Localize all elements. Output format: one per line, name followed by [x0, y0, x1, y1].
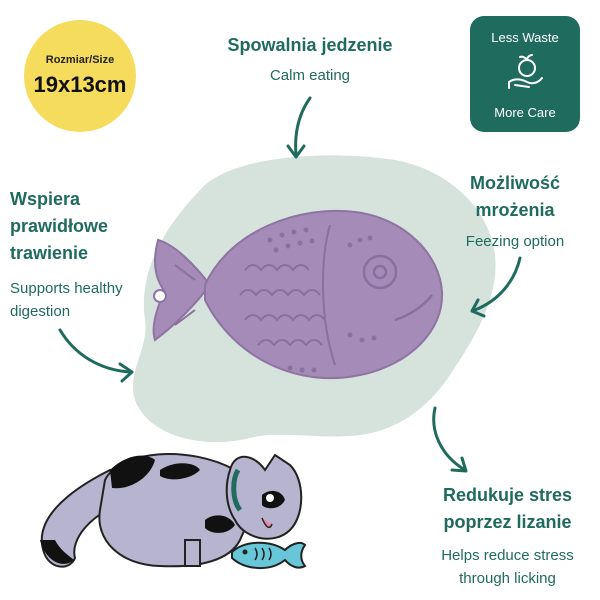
freezing-heading-line-2: mrożenia [475, 200, 555, 220]
size-value: 19x13cm [33, 72, 127, 97]
slow-feeding-subtitle: Calm eating [269, 67, 351, 84]
digestion-sub-line-2: digestion [10, 303, 71, 320]
stress-heading-line-2: poprzez lizanie [443, 512, 572, 532]
digestion-heading-line-1: Wspiera [10, 189, 81, 209]
arrow-digestion-icon [58, 328, 132, 374]
stress-sub-line-1: Helps reduce stress [441, 547, 574, 564]
digestion-heading-line-3: trawienie [10, 243, 89, 263]
eco-badge: Less Waste More Care [470, 16, 580, 132]
digestion-callout: Wspiera prawidłowe trawienie Supports he… [10, 186, 160, 323]
digestion-sub-line-1: Supports healthy [10, 280, 123, 297]
eco-top-text: Less Waste [491, 30, 559, 45]
stress-callout: Redukuje stres poprzez lizanie Helps red… [420, 482, 595, 590]
freezing-subtitle: Feezing option [465, 233, 565, 250]
eco-bottom-text: More Care [494, 105, 556, 120]
digestion-heading-line-2: prawidłowe [10, 216, 109, 236]
freezing-heading-line-1: Możliwość [469, 173, 560, 193]
size-badge: Rozmiar/Size 19x13cm [24, 20, 136, 132]
slow-feeding-heading: Spowalnia jedzenie [227, 35, 393, 55]
arrow-stress-icon [432, 406, 467, 472]
size-label: Rozmiar/Size [45, 54, 115, 66]
stress-sub-line-2: through licking [459, 570, 556, 587]
hand-globe-plant-icon [508, 54, 543, 89]
freezing-callout: Możliwość mrożenia Feezing option [440, 170, 590, 253]
arrow-slow-feeding-icon [294, 96, 312, 157]
stress-heading-line-1: Redukuje stres [442, 485, 573, 505]
arrow-freezing-icon [473, 256, 522, 312]
